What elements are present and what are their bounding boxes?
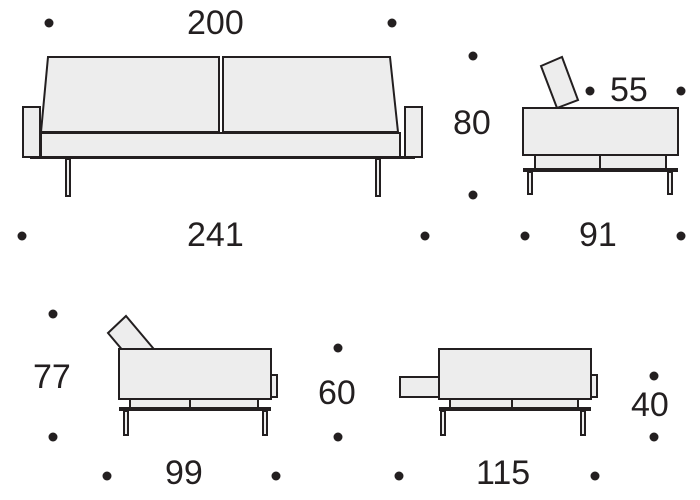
- bed-view-sofa: [399, 348, 598, 436]
- reclined-body: [118, 348, 272, 400]
- bed-right-leg: [580, 410, 586, 436]
- front-left-arm: [22, 106, 41, 158]
- dot-reclined-height-top: [48, 309, 58, 319]
- reclined-view-sofa: [106, 314, 278, 436]
- dot-reclined-bottom-left: [102, 471, 112, 481]
- dot-front-top-left: [44, 18, 54, 28]
- dot-front-height-top: [468, 51, 478, 61]
- reclined-depth-label: 99: [165, 454, 203, 492]
- dot-side-seat-left: [585, 86, 595, 96]
- front-right-cushion: [222, 56, 400, 133]
- dot-reclined-height-bottom: [48, 432, 58, 442]
- dot-bed-height-top: [649, 371, 659, 381]
- front-left-cushion: [39, 56, 220, 133]
- dot-mid-height-top: [333, 343, 343, 353]
- side-body: [522, 107, 679, 156]
- side-view-sofa: [522, 55, 679, 195]
- dimension-markers: [17, 18, 686, 481]
- bed-base-rail: [439, 407, 591, 411]
- bed-length-label: 115: [476, 454, 531, 492]
- dot-front-top-right: [387, 18, 397, 28]
- dot-front-bottom-right: [420, 231, 430, 241]
- dot-mid-height-bottom: [333, 432, 343, 442]
- reclined-arm-stub: [270, 374, 278, 398]
- dot-bed-height-bottom: [649, 432, 659, 442]
- dot-side-seat-right: [676, 86, 686, 96]
- reclined-right-leg: [262, 410, 268, 436]
- front-right-leg: [375, 158, 381, 197]
- dot-side-bottom-right: [676, 231, 686, 241]
- front-view-sofa: [22, 56, 423, 197]
- front-width-top-label: 200: [187, 4, 244, 42]
- front-base-rail: [30, 156, 415, 159]
- dot-bed-bottom-left: [394, 471, 404, 481]
- bed-extension: [399, 376, 440, 398]
- bed-body: [438, 348, 592, 400]
- dot-bed-bottom-right: [590, 471, 600, 481]
- side-seat-height-label: 55: [610, 71, 648, 109]
- dot-side-bottom-left: [520, 231, 530, 241]
- front-height-label: 80: [453, 104, 491, 142]
- reclined-height-label: 77: [33, 358, 71, 396]
- reclined-base-rail: [119, 407, 271, 411]
- dot-reclined-bottom-right: [271, 471, 281, 481]
- front-width-bottom-label: 241: [187, 216, 244, 254]
- side-base-rail: [523, 168, 678, 172]
- front-right-arm: [404, 106, 423, 158]
- bed-left-height-label: 60: [318, 374, 356, 412]
- dot-front-height-bottom: [468, 190, 478, 200]
- reclined-left-leg: [123, 410, 129, 436]
- bed-arm-stub: [590, 374, 598, 398]
- dot-front-bottom-left: [17, 231, 27, 241]
- front-left-leg: [65, 158, 71, 197]
- side-depth-label: 91: [579, 216, 617, 254]
- front-seat-base: [40, 132, 401, 158]
- side-backrest: [539, 55, 580, 110]
- side-left-leg: [527, 171, 533, 195]
- bed-right-height-label: 40: [631, 386, 669, 424]
- side-right-leg: [667, 171, 673, 195]
- bed-left-leg: [440, 410, 446, 436]
